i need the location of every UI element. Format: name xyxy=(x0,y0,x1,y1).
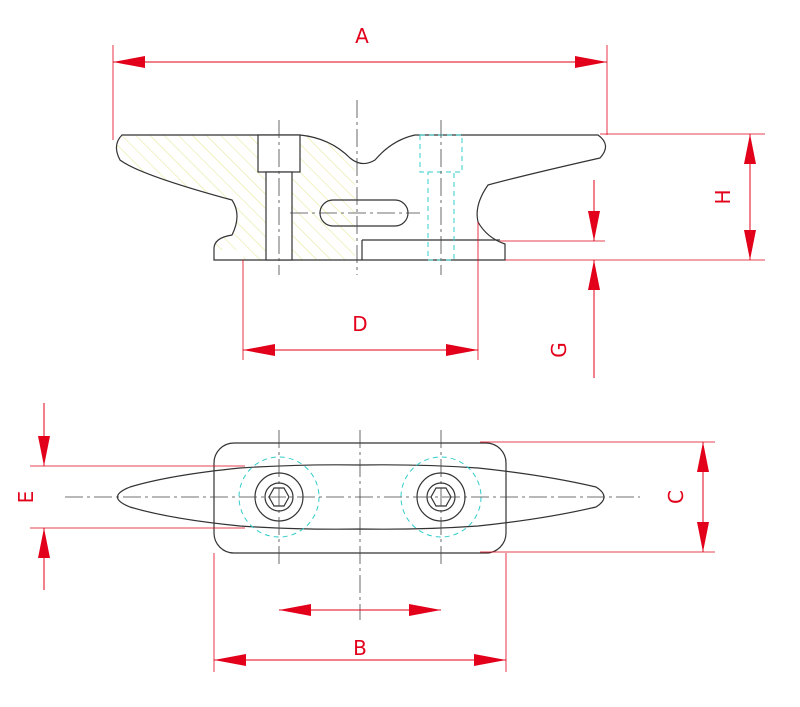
dimension-e-label: E xyxy=(14,491,38,504)
dimension-c-label: C xyxy=(664,490,688,504)
dimension-e: E xyxy=(14,403,245,590)
dimension-b-label: B xyxy=(353,636,367,660)
dimension-a-label: A xyxy=(355,24,369,48)
horn-outline xyxy=(116,464,605,530)
dimension-d: D xyxy=(242,222,479,360)
dimension-g-label: G xyxy=(547,342,571,358)
dimension-d-label: D xyxy=(352,312,367,336)
side-view xyxy=(115,100,607,275)
dimension-h: H xyxy=(505,133,765,261)
dimension-bolt-spacing xyxy=(279,604,441,616)
dimension-g: G xyxy=(500,180,605,378)
dimension-b: B xyxy=(213,553,507,672)
dimension-h-label: H xyxy=(711,189,735,204)
dimension-a: A xyxy=(112,24,608,140)
side-outline xyxy=(115,134,607,261)
top-view xyxy=(65,430,640,620)
dimension-c: C xyxy=(480,441,715,553)
section-hatch xyxy=(116,135,355,260)
